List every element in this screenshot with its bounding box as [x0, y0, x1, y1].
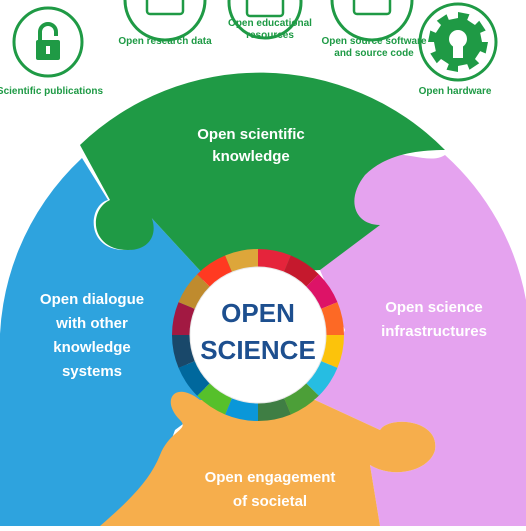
ring-segment: [172, 302, 196, 335]
piece-label-top: Open scientific knowledge: [197, 126, 305, 165]
code-icon: [330, 0, 414, 42]
puzzle-piece-top: [80, 72, 445, 276]
puzzle-piece-left: [0, 158, 215, 526]
icon-label-open-research-data: Open research data: [118, 36, 212, 47]
icon-label-scientific-publications: Scientific publications: [0, 86, 104, 97]
icon-label-open-educational-resources: Open educational resources: [228, 18, 312, 41]
ring-segment: [197, 383, 232, 415]
center-title-open: OPEN: [221, 298, 295, 328]
ring-segment: [258, 249, 291, 273]
ring-segment: [178, 361, 210, 396]
ring-segment: [320, 335, 344, 368]
ring-segment: [306, 361, 338, 396]
piece-label-bottom: Open engagement of societal: [204, 469, 336, 510]
ring-segment: [284, 255, 319, 287]
ring-segment: [320, 302, 344, 335]
sdg-color-ring: [172, 249, 344, 421]
center-title-science: SCIENCE: [200, 335, 316, 365]
ring-segment: [284, 383, 319, 415]
ring-segment: [258, 397, 291, 421]
icon-label-open-source-software: Open source software and source code: [321, 36, 427, 59]
gear-icon: [418, 2, 498, 82]
ring-segment: [225, 249, 258, 273]
icon-row: [12, 0, 498, 82]
data-hand-icon: [123, 0, 207, 42]
piece-label-right: Open science infrastructures: [381, 299, 487, 340]
puzzle-piece-right: [315, 153, 526, 526]
book-icon: [227, 0, 303, 40]
ring-segment: [178, 274, 210, 309]
icon-label-open-hardware: Open hardware: [418, 86, 492, 97]
piece-label-left: Open dialogue with other knowledge syste…: [39, 291, 145, 380]
center-disc: [190, 267, 326, 403]
ring-segment: [225, 397, 258, 421]
ring-segment: [172, 335, 196, 368]
ring-segment: [197, 255, 232, 287]
unlock-icon: [12, 6, 84, 78]
puzzle-piece-bottom: [100, 391, 436, 526]
ring-segment: [306, 274, 338, 309]
